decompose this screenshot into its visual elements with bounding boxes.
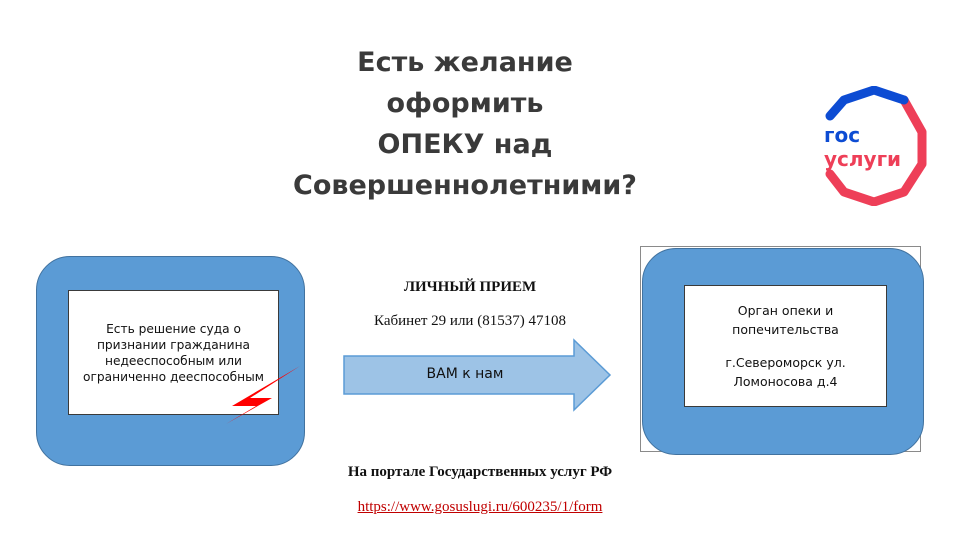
gosuslugi-form-link[interactable]: https://www.gosuslugi.ru/600235/1/form bbox=[357, 499, 603, 515]
court-decision-panel: Есть решение суда о признании гражданина… bbox=[68, 290, 279, 415]
portal-label: На портале Государственных услуг РФ bbox=[347, 464, 613, 480]
court-decision-text: Есть решение суда о признании гражданина… bbox=[83, 321, 264, 384]
logo-text-gos: гос bbox=[824, 123, 860, 147]
title-line-4: Совершеннолетними? bbox=[293, 170, 637, 201]
personal-reception-heading: ЛИЧНЫЙ ПРИЕМ bbox=[403, 279, 537, 295]
title-line-1: Есть желание bbox=[357, 47, 573, 78]
guardianship-office-address: г.Североморск ул. Ломоносова д.4 bbox=[725, 355, 846, 389]
logo-ring-red bbox=[825, 95, 927, 206]
office-phone-text: Кабинет 29 или (81537) 47108 bbox=[374, 313, 566, 329]
arrow-label: ВАМ к нам bbox=[426, 366, 504, 382]
gosuslugi-logo: гос услуги bbox=[824, 86, 927, 206]
guardianship-office-panel: Орган опеки и попечительства г.Северомор… bbox=[684, 285, 887, 407]
guardianship-office-name: Орган опеки и попечительства bbox=[732, 303, 839, 337]
logo-ring-blue bbox=[825, 86, 909, 121]
title-line-2: оформить bbox=[386, 88, 544, 119]
logo-text-uslugi: услуги bbox=[824, 147, 901, 171]
lightning-bolt-icon bbox=[226, 366, 300, 424]
page-title: Есть желание оформить ОПЕКУ над Совершен… bbox=[250, 42, 680, 206]
title-line-3: ОПЕКУ над bbox=[377, 129, 553, 160]
right-arrow-icon bbox=[343, 338, 612, 412]
